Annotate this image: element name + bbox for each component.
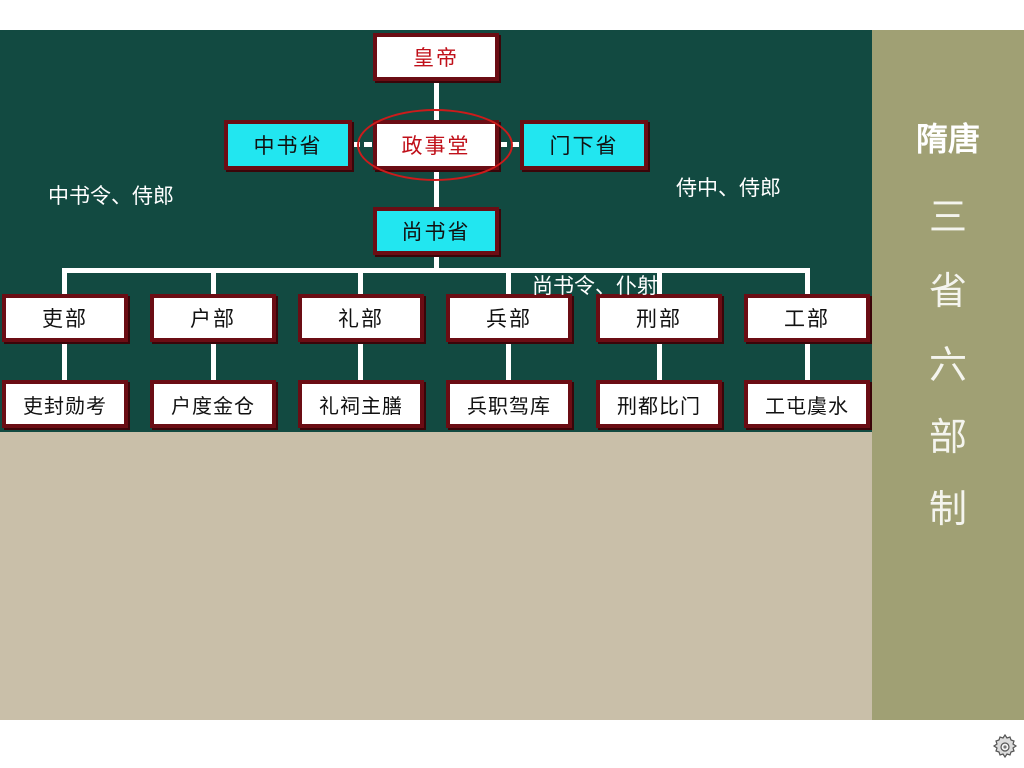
- connector-sub-2: [211, 341, 216, 381]
- emperor-box: 皇帝: [373, 33, 499, 81]
- gear-icon[interactable]: [990, 732, 1020, 762]
- dept-box-bing: 兵部: [446, 294, 572, 342]
- note-menxia: 侍中、侍郎: [676, 176, 781, 200]
- dept-box-xing: 刑部: [596, 294, 722, 342]
- dept-box-hu: 户部: [150, 294, 276, 342]
- menxia-box: 门下省: [520, 120, 648, 170]
- connector-sub-5: [657, 341, 662, 381]
- dept-box-li: 吏部: [2, 294, 128, 342]
- connector-dept-3: [358, 268, 363, 296]
- sub-box-hu: 户度金仓: [150, 380, 276, 428]
- sidebar-char-1: 三: [928, 195, 967, 239]
- highlight-ellipse: [357, 109, 513, 181]
- sidebar-char-2: 省: [928, 269, 967, 313]
- sub-box-li: 吏封勋考: [2, 380, 128, 428]
- dept-box-li-rites: 礼部: [298, 294, 424, 342]
- dash-right-2: [511, 142, 519, 147]
- connector-exec-branch: [434, 252, 439, 272]
- note-shangshu: 尚书令、仆射: [532, 274, 658, 298]
- connector-sub-6: [805, 341, 810, 381]
- note-zhongshu: 中书令、侍郎: [48, 184, 174, 208]
- sub-box-xing: 刑都比门: [596, 380, 722, 428]
- lower-background: [0, 432, 872, 720]
- dept-box-gong: 工部: [744, 294, 870, 342]
- sidebar-char-3: 六: [928, 343, 967, 387]
- shangshu-box: 尚书省: [373, 207, 499, 255]
- connector-sub-1: [62, 341, 67, 381]
- sidebar-title: 隋唐: [915, 120, 980, 158]
- sidebar-char-4: 部: [928, 415, 967, 459]
- connector-dept-6: [805, 268, 810, 296]
- sub-box-li-rites: 礼祠主膳: [298, 380, 424, 428]
- connector-dept-1: [62, 268, 67, 296]
- connector-horizontal-bus: [62, 268, 810, 273]
- sidebar-panel: [872, 30, 1024, 720]
- sidebar-char-5: 制: [928, 487, 967, 531]
- sub-box-bing: 兵职驾库: [446, 380, 572, 428]
- connector-dept-4: [506, 268, 511, 296]
- dash-left-1: [352, 142, 360, 147]
- sub-box-gong: 工屯虞水: [744, 380, 870, 428]
- connector-sub-4: [506, 341, 511, 381]
- zhongshu-box: 中书省: [224, 120, 352, 170]
- connector-dept-2: [211, 268, 216, 296]
- connector-sub-3: [358, 341, 363, 381]
- connector-dept-5: [657, 268, 662, 296]
